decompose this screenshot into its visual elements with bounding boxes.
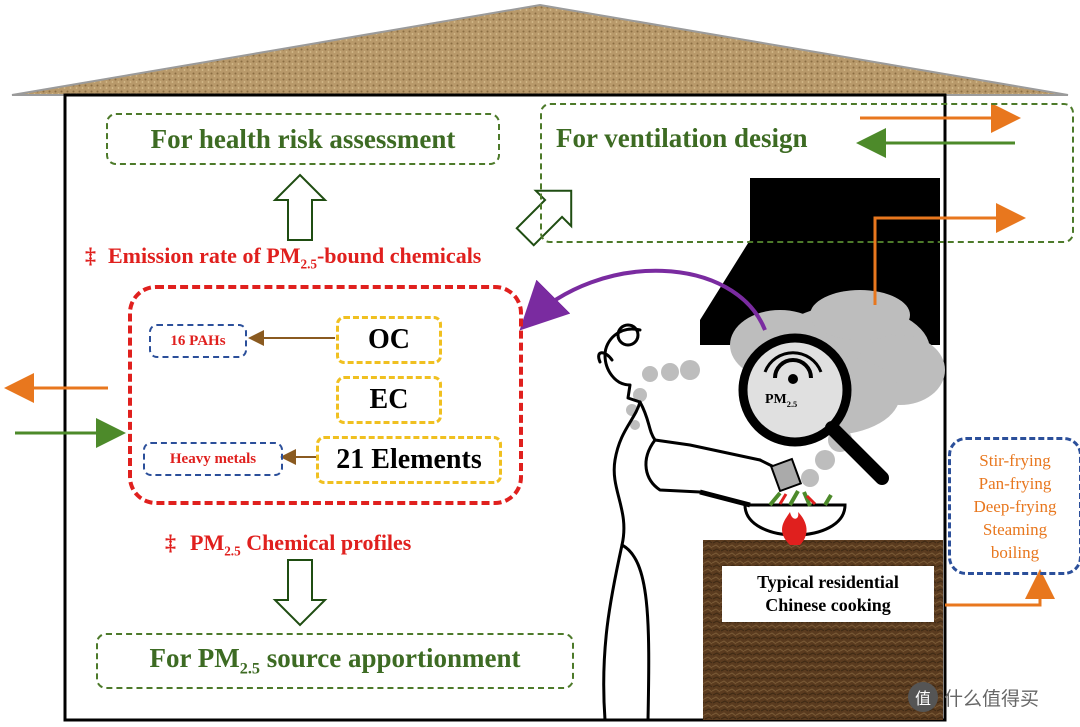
- watermark-logo-icon: 值: [908, 682, 938, 712]
- chemical-components-panel: [128, 285, 523, 505]
- cook-figure: [597, 323, 782, 722]
- method-item: Pan-frying: [978, 473, 1052, 493]
- oc-box: OC: [336, 316, 442, 364]
- watermark: 值 什么值得买: [908, 680, 1039, 714]
- hood-exhaust-arrow: [873, 203, 1026, 305]
- cooking-label: Typical residential Chinese cooking: [722, 566, 934, 622]
- hollow-arrow-diagonal: [515, 189, 573, 247]
- dagger-mark: ‡: [165, 530, 176, 555]
- ventilation-box: For ventilation design: [540, 103, 1074, 243]
- pahs-box: 16 PAHs: [149, 324, 247, 358]
- method-item: Steaming: [982, 519, 1048, 539]
- cooking-methods-box: Stir-frying Pan-frying Deep-frying Steam…: [948, 437, 1080, 575]
- methods-arrow: [945, 569, 1055, 607]
- sample-curve-arrow: [519, 268, 767, 331]
- method-item: Deep-frying: [973, 496, 1057, 516]
- source-apportionment-box: For PM2.5 source apportionment: [96, 633, 574, 689]
- chemical-profiles-heading: ‡PM2.5 Chemical profiles: [165, 530, 412, 559]
- spatula-icon: [769, 457, 803, 493]
- house-wall: [63, 93, 947, 722]
- hollow-arrow-down: [272, 559, 328, 627]
- method-item: boiling: [990, 542, 1040, 562]
- ec-box: EC: [336, 376, 442, 424]
- hollow-arrow-up: [272, 173, 328, 241]
- elements-box: 21 Elements: [316, 436, 502, 484]
- roof: [11, 3, 1069, 96]
- health-risk-box: For health risk assessment: [106, 113, 500, 165]
- ventilation-label: For ventilation design: [556, 123, 808, 153]
- magnifier-label: PM2.5: [765, 392, 798, 409]
- health-risk-label: For health risk assessment: [150, 123, 456, 154]
- magnifier-icon: [738, 333, 889, 485]
- source-apportionment-label: For PM2.5 source apportionment: [149, 643, 521, 678]
- wok-icon: [699, 489, 847, 537]
- method-item: Stir-frying: [979, 450, 1051, 470]
- emission-rate-heading: ‡Emission rate of PM2.5-bound chemicals: [85, 243, 482, 272]
- flame-icon: [782, 512, 807, 545]
- dagger-mark: ‡: [85, 243, 96, 268]
- heavy-metals-box: Heavy metals: [143, 442, 283, 476]
- watermark-text: 什么值得买: [944, 687, 1040, 710]
